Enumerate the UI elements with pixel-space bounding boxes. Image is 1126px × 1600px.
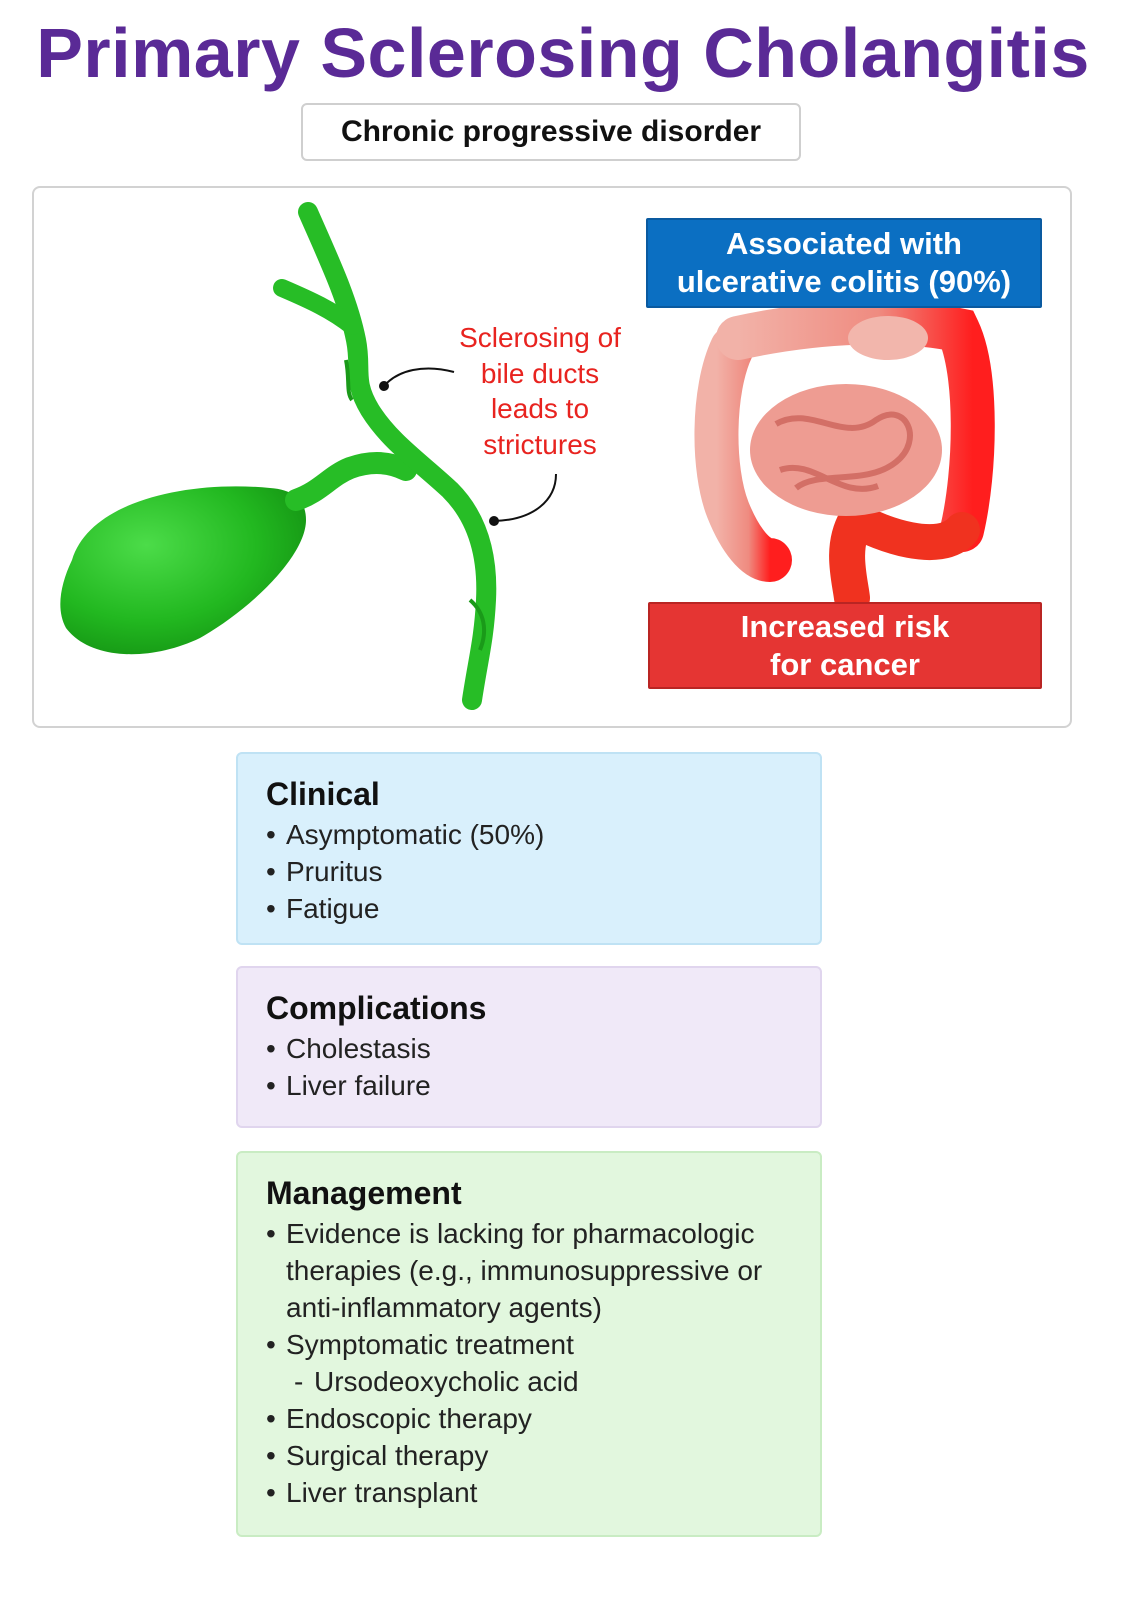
list-item: •Fatigue (266, 893, 380, 924)
list-item-text: Surgical therapy (286, 1440, 489, 1471)
list-item-text: Liver transplant (286, 1477, 478, 1508)
subtitle-text: Chronic progressive disorder (340, 115, 762, 148)
complications-heading: Complications (266, 990, 487, 1026)
complications-list: •Cholestasis •Liver failure (266, 1030, 800, 1104)
list-item: • Liver transplant (266, 1474, 800, 1511)
tag-line: for cancer (770, 646, 920, 682)
list-item: •Asymptomatic (50%) (266, 819, 545, 850)
clinical-heading: Clinical (266, 776, 380, 812)
page-title: Primary Sclerosing Cholangitis (36, 14, 1090, 92)
list-item: •Liver failure (266, 1070, 431, 1101)
annotation-line: bile ducts (480, 357, 600, 389)
list-item-text: Ursodeoxycholic acid (314, 1366, 579, 1397)
list-item-text: Fatigue (286, 893, 380, 924)
subtitle-box: Chronic progressive disorder (301, 103, 801, 161)
stricture-annotation: Sclerosing of bile ducts leads to strict… (440, 320, 640, 462)
list-item-text: anti-inflammatory agents) (286, 1292, 602, 1323)
list-item-text: Pruritus (286, 856, 383, 887)
list-item-text: Asymptomatic (50%) (286, 819, 545, 850)
list-item: • Evidence is lacking for pharmacologic … (266, 1215, 800, 1326)
annotation-pointers (379, 367, 557, 526)
annotation-line: strictures (483, 428, 597, 460)
illustration-canvas (60, 202, 995, 710)
list-item-text: Symptomatic treatment (286, 1329, 574, 1360)
list-item-text: Evidence is lacking for pharmacologic (286, 1218, 755, 1249)
list-item-text: Cholestasis (286, 1033, 431, 1064)
tag-line: Associated with (726, 226, 962, 261)
annotation-line: leads to (490, 393, 590, 424)
management-list: • Evidence is lacking for pharmacologic … (266, 1215, 800, 1511)
clinical-box: Clinical •Asymptomatic (50%) •Pruritus •… (236, 752, 822, 945)
clinical-list: •Asymptomatic (50%) •Pruritus •Fatigue (266, 816, 800, 927)
tag-line: Increased risk (740, 608, 950, 644)
colon-illustration (694, 300, 995, 616)
ulcerative-colitis-tag: Associated with ulcerative colitis (90%) (646, 218, 1042, 308)
list-item-text: Liver failure (286, 1070, 431, 1101)
management-box: Management • Evidence is lacking for pha… (236, 1151, 822, 1537)
annotation-line: Sclerosing of (459, 322, 621, 353)
list-item-text: therapies (e.g., immunosuppressive or (286, 1255, 763, 1286)
tag-line: ulcerative colitis (90%) (676, 264, 1012, 299)
list-item: • Surgical therapy (266, 1437, 800, 1474)
cancer-risk-tag: Increased risk for cancer (648, 602, 1042, 689)
list-item-text: Endoscopic therapy (286, 1403, 532, 1434)
list-subitem: - Ursodeoxycholic acid (266, 1363, 800, 1400)
list-item: • Symptomatic treatment (266, 1326, 800, 1363)
complications-box: Complications •Cholestasis •Liver failur… (236, 966, 822, 1128)
gallbladder-bile-duct-illustration (60, 202, 497, 710)
management-heading: Management (266, 1175, 462, 1211)
list-item: •Pruritus (266, 856, 383, 887)
list-item: •Cholestasis (266, 1033, 431, 1064)
list-item: • Endoscopic therapy (266, 1400, 800, 1437)
